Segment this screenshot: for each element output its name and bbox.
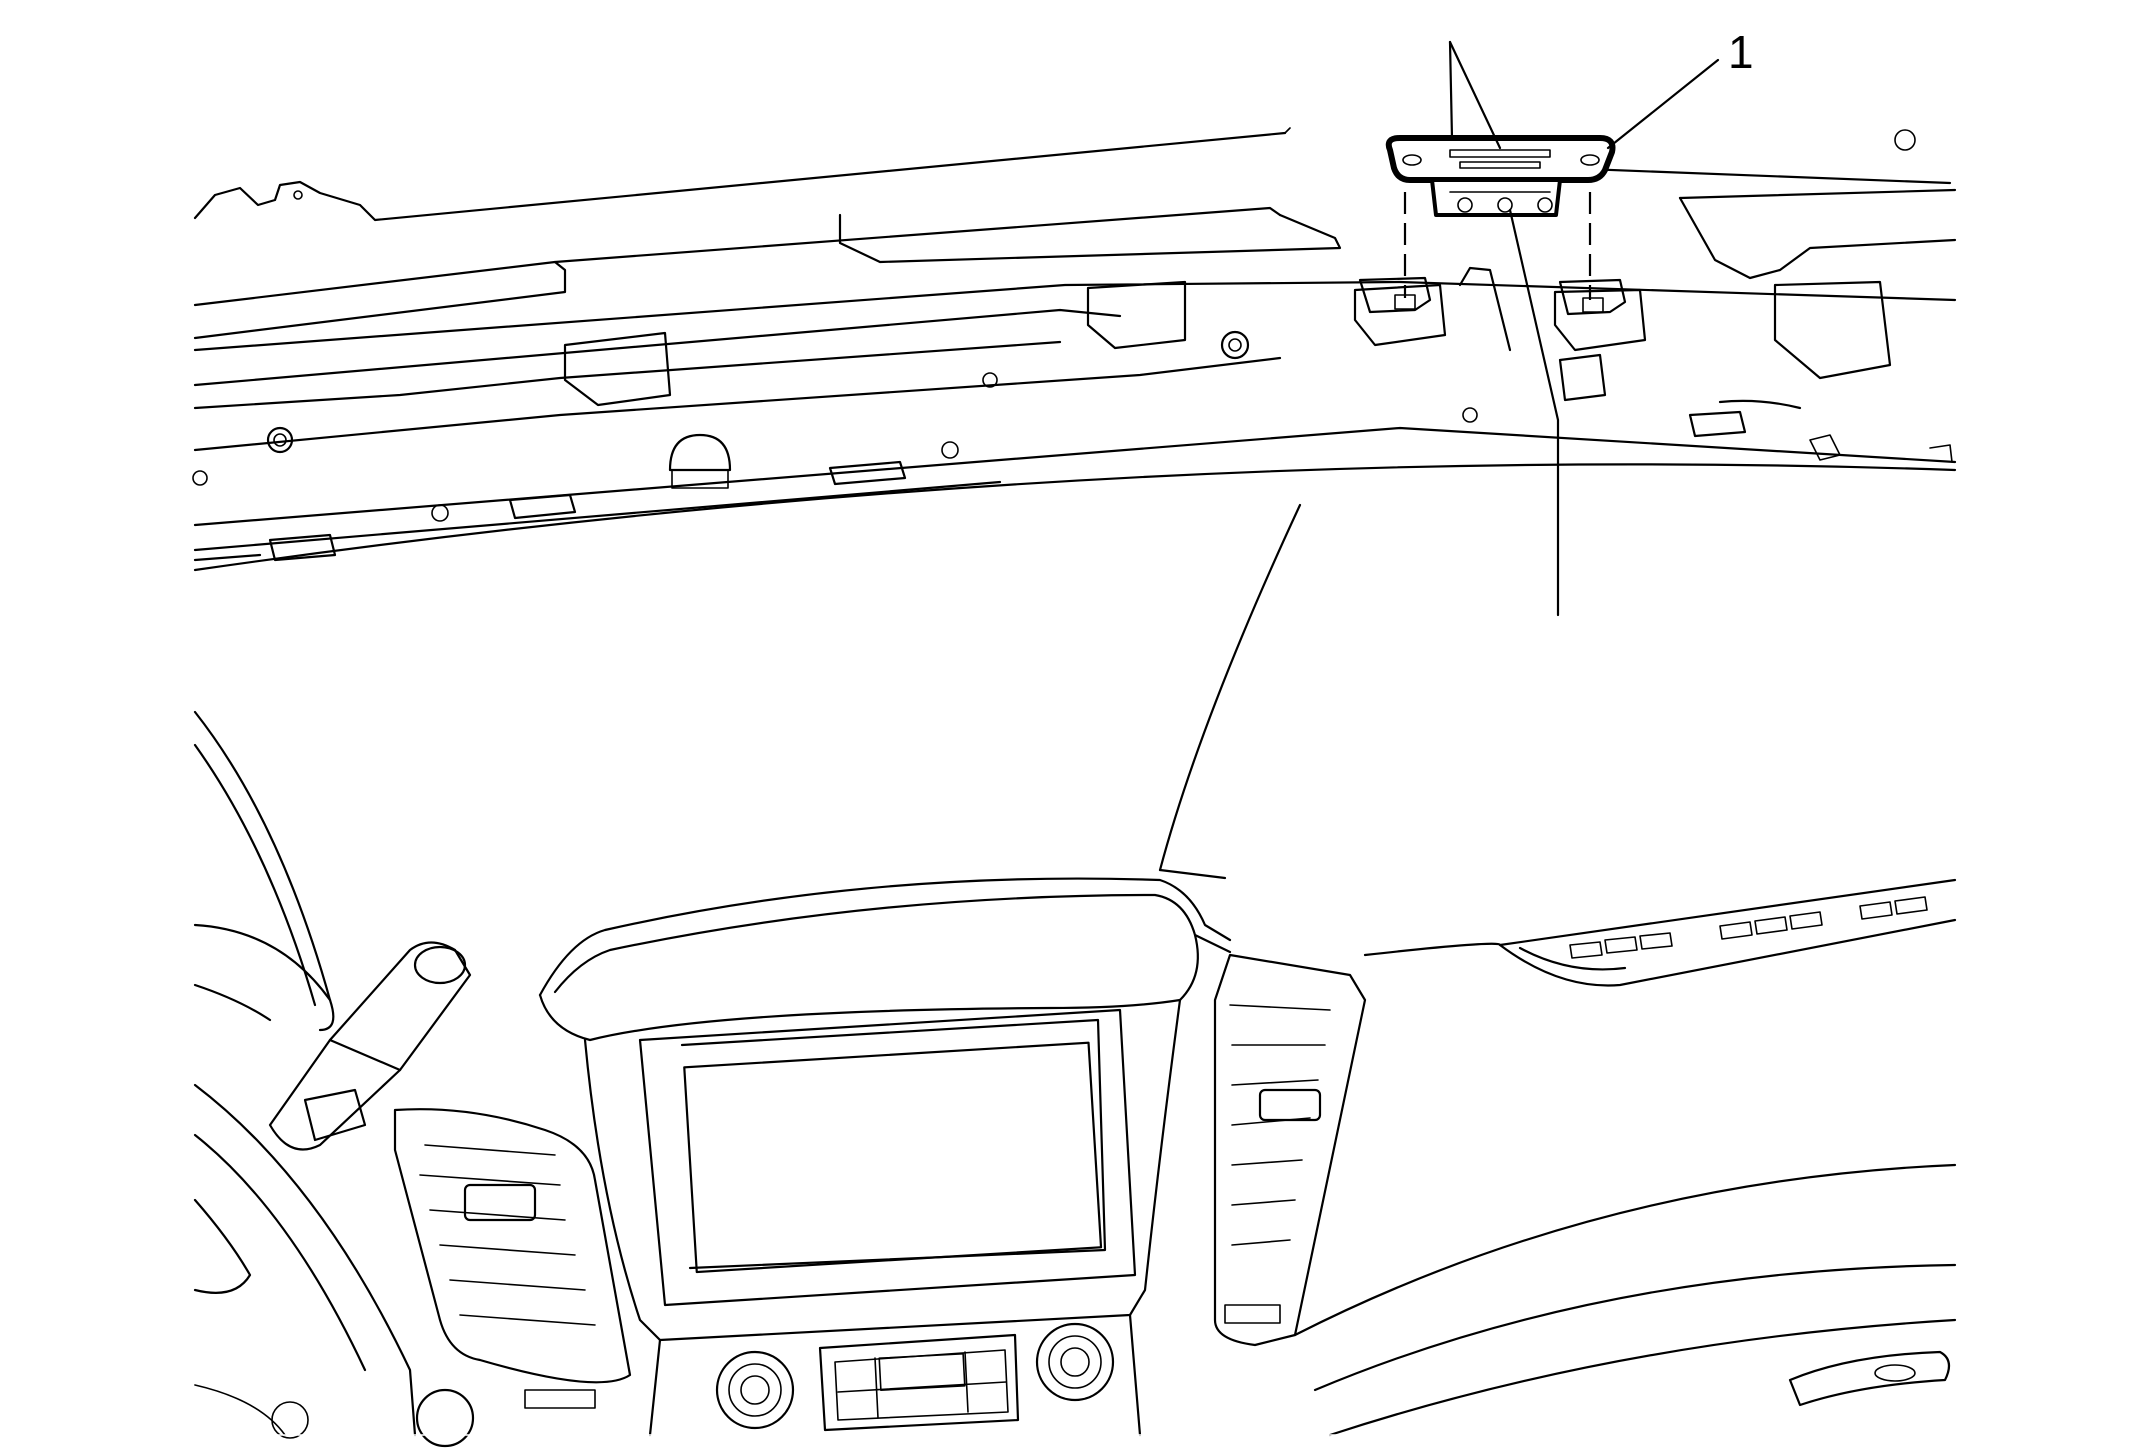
- callout-leader: 1: [1448, 26, 1754, 617]
- right-air-vent: [1213, 953, 1367, 1347]
- mounted-module: [1385, 135, 1616, 217]
- carrier-bracket: [1773, 280, 1892, 380]
- center-stack: [583, 998, 1182, 1437]
- bolt: [982, 372, 998, 388]
- module-mounting-pads: [1358, 192, 1627, 402]
- lever-button: [303, 1088, 367, 1142]
- windshield-frame: [193, 127, 1952, 222]
- steering-hub-detail: [415, 1388, 475, 1448]
- carrier-bracket: [1553, 288, 1647, 352]
- bolt: [1462, 407, 1478, 423]
- center-display: [638, 1008, 1137, 1307]
- steering-column: [193, 941, 475, 1448]
- hvac-control-panel: [818, 1333, 1020, 1432]
- left-air-vent: [393, 1108, 632, 1409]
- vent-thumbwheel: [524, 1389, 596, 1409]
- a-pillar: [193, 710, 335, 1032]
- vent-adjuster: [463, 1183, 537, 1222]
- instrument-panel-carrier: [192, 188, 1957, 562]
- right-knob: [1035, 1322, 1115, 1402]
- mounting-hole: [1894, 129, 1916, 151]
- vent-adjuster: [1258, 1088, 1322, 1122]
- bolt: [266, 426, 294, 454]
- vent-thumbwheel: [1224, 1304, 1281, 1324]
- passenger-dash: [1293, 878, 1957, 1437]
- carrier-bracket: [1086, 280, 1187, 350]
- cluster-hood: [538, 877, 1232, 1042]
- bolt: [192, 470, 208, 486]
- bolt: [431, 504, 449, 522]
- carrier-bracket: [563, 331, 672, 407]
- carrier-bracket: [1353, 283, 1447, 347]
- left-knob: [715, 1350, 795, 1430]
- sensor-dome: [668, 433, 732, 489]
- dashboard-top-surface: [193, 463, 1957, 880]
- bolt: [941, 441, 959, 459]
- bolt: [1220, 330, 1250, 360]
- callout-number-1: 1: [1728, 26, 1754, 78]
- mounting-hole: [293, 190, 303, 200]
- glovebox-handle: [1788, 1350, 1951, 1407]
